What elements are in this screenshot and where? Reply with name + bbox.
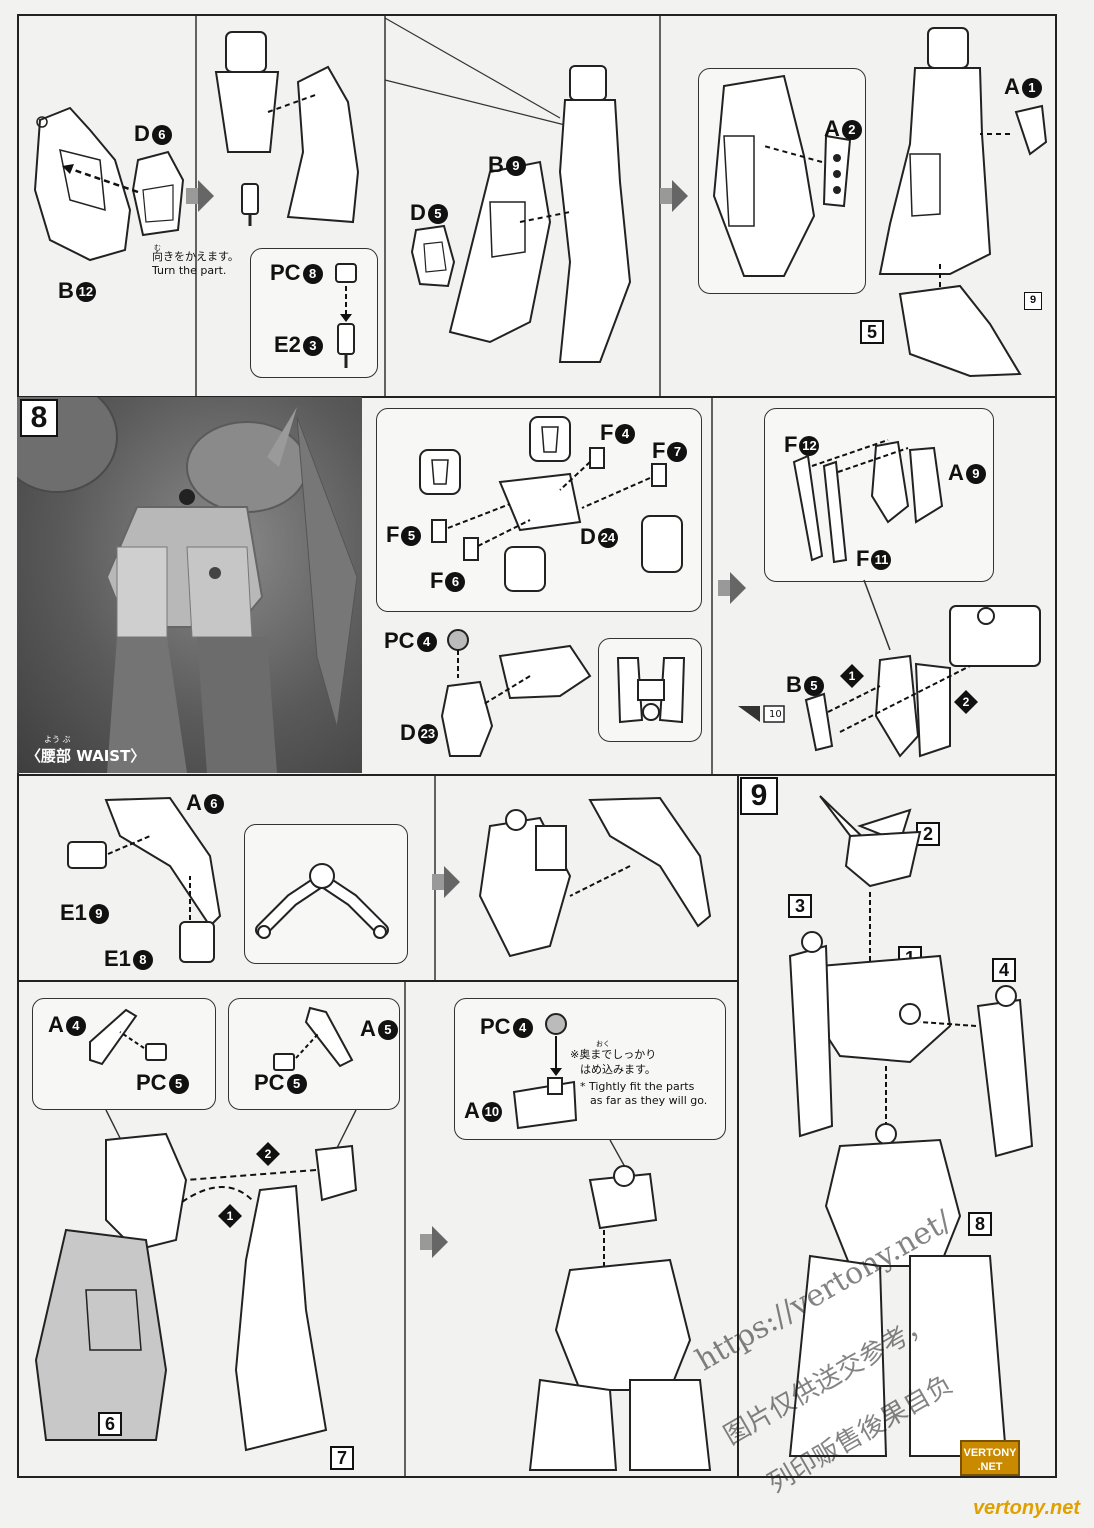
callout-pointer	[863, 579, 891, 651]
turn-ruby: む	[154, 244, 161, 252]
fit-note-jp-2: はめ込みます。	[580, 1063, 656, 1076]
pc8-e23-drawing	[335, 263, 357, 368]
order-2-diamond: 2	[954, 690, 978, 714]
order-2-diamond-bottom: 2	[256, 1142, 280, 1166]
waist-legs-assembly-drawing	[528, 1139, 712, 1471]
waist-ruby: よう ぶ	[44, 735, 71, 744]
fit-note-ruby: おく	[596, 1040, 610, 1048]
fit-note-jp-1: ※奥までしっかり	[570, 1048, 657, 1061]
step-arrow	[186, 180, 214, 212]
ref-box-4: 4	[992, 958, 1016, 982]
side-armor-drawing	[67, 796, 222, 963]
leg-final-drawing	[878, 27, 1048, 378]
step-number-8: 8	[20, 399, 58, 437]
svg-text:2: 2	[963, 695, 970, 709]
turn-note-jp: 向きをかえます。	[152, 250, 239, 263]
svg-text:2: 2	[265, 1147, 272, 1161]
ref-10-number: 10	[769, 709, 782, 720]
waist-label: 〈腰部 WAIST〉	[26, 747, 146, 765]
part-d5-drawing	[410, 224, 456, 288]
final-assembly-drawing	[788, 795, 1034, 1457]
watermark-corner: vertony.net	[972, 1497, 1080, 1519]
fit-note-en-1: * Tightly fit the parts	[580, 1080, 695, 1093]
leg-assembly-drawing	[448, 65, 632, 363]
waist-reference-photo	[17, 397, 362, 773]
order-1-diamond: 1	[840, 664, 864, 688]
order-1-diamond-bottom: 1	[218, 1204, 242, 1228]
step-arrow	[718, 572, 746, 604]
joint-detail-box	[244, 824, 408, 964]
fit-note-callout	[454, 998, 726, 1140]
svg-text:1: 1	[849, 669, 856, 683]
waist-side-armor-drawing	[478, 796, 712, 958]
ref-box-9: 9	[1024, 292, 1042, 310]
leg-upper-drawing	[214, 31, 360, 224]
part-b12-drawing	[33, 106, 132, 262]
step-arrow	[420, 1226, 448, 1258]
vertony-logo: VERTONY.NET	[960, 1440, 1020, 1476]
assembly-arrow-d6	[62, 164, 139, 194]
turn-note-en: Turn the part.	[152, 264, 227, 277]
ref-box-8: 8	[968, 1212, 992, 1236]
a4-drawing	[89, 1008, 167, 1066]
step-arrow	[660, 180, 688, 212]
step-arrow	[432, 866, 460, 898]
a5-drawing	[273, 1006, 354, 1071]
ref-box-7: 7	[330, 1446, 354, 1470]
waist-top-view-drawing	[616, 657, 686, 724]
ref-box-3: 3	[788, 894, 812, 918]
waist-core-drawing	[440, 629, 592, 757]
ref-10-tag	[738, 705, 785, 723]
ref-box-5: 5	[860, 320, 884, 344]
skirt-assembly-drawing	[419, 416, 683, 592]
skirt-attach-drawing	[804, 605, 1041, 758]
leg-detail-drawing	[712, 74, 852, 277]
svg-text:1: 1	[227, 1209, 234, 1223]
joint-detail-drawing	[255, 863, 389, 939]
front-skirt-drawing	[792, 439, 944, 564]
step9-frame	[737, 774, 1057, 1478]
fit-note-en-2: as far as they will go.	[590, 1094, 708, 1107]
joint-part-drawing	[241, 183, 259, 226]
step-number-9: 9	[740, 777, 778, 815]
a10-drawing	[512, 1013, 578, 1130]
legs-assembly-drawing	[34, 1109, 358, 1452]
ref-box-6: 6	[98, 1412, 122, 1436]
